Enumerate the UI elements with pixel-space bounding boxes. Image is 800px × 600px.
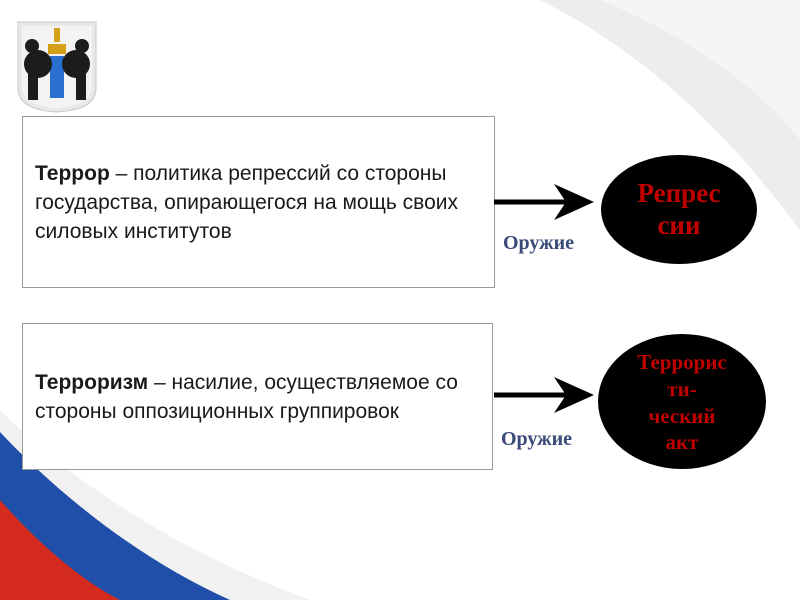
- weapon-label: Оружие: [503, 232, 575, 254]
- oval-terrorist-act: Террорис ти- ческий акт: [598, 334, 766, 469]
- definition-text: Терроризм – насилие, осуществляемое со с…: [35, 368, 492, 426]
- oval-repressions: Репрес сии: [601, 155, 757, 264]
- weapon-label: Оружие: [501, 428, 573, 450]
- definition-box-terrorism: Терроризм – насилие, осуществляемое со с…: [22, 323, 493, 470]
- flag-red-wave: [0, 500, 120, 600]
- background-swoosh-2: [600, 0, 800, 140]
- oval-line: ти-: [667, 376, 697, 401]
- definition-text: Террор – политика репрессий со стороны г…: [35, 159, 494, 246]
- definition-description: – политика репрессий со стороны государс…: [35, 161, 458, 243]
- definition-term: Террор: [35, 161, 110, 185]
- coat-of-arms-icon: [17, 21, 97, 113]
- right-arrow-icon: [494, 377, 594, 413]
- right-arrow-icon: [494, 184, 594, 220]
- oval-line: Террорис: [637, 349, 727, 374]
- definition-description: – насилие, осуществляемое со стороны опп…: [35, 370, 458, 423]
- definition-term: Терроризм: [35, 370, 149, 394]
- definition-box-terror: Террор – политика репрессий со стороны г…: [22, 116, 495, 288]
- oval-line: Репрес: [637, 178, 721, 209]
- oval-line: ческий: [648, 403, 716, 428]
- oval-line: сии: [657, 209, 701, 240]
- oval-line: акт: [665, 430, 699, 455]
